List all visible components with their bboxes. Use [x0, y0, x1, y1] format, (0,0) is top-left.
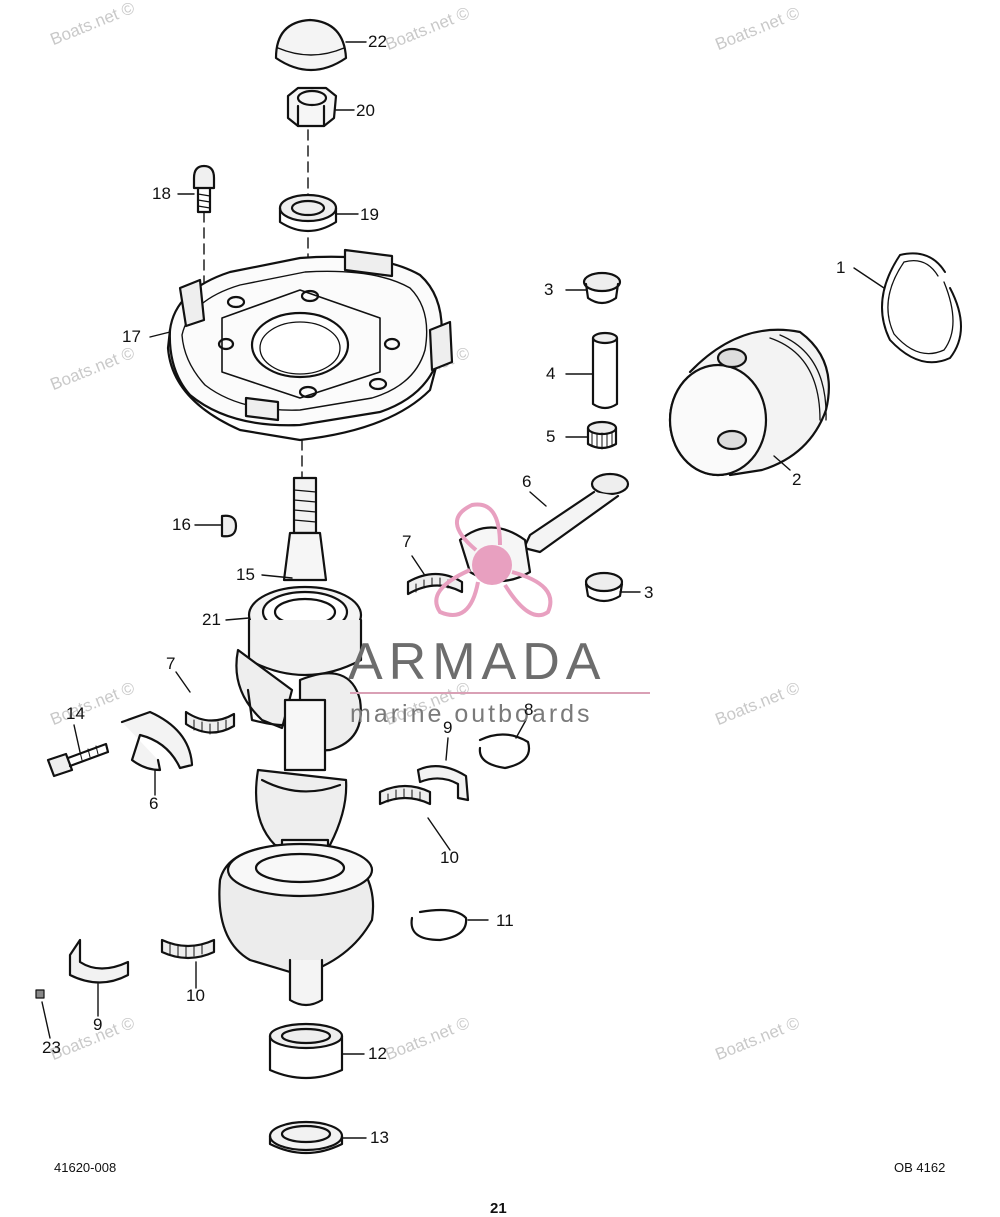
callout-13: 13 — [370, 1128, 389, 1147]
part-9-cage-left — [68, 938, 130, 984]
part-16-key — [220, 514, 238, 538]
part-19-seal — [278, 193, 338, 233]
callout-12: 12 — [368, 1044, 387, 1063]
part-4-pin — [591, 331, 619, 410]
part-13-washer — [268, 1120, 344, 1154]
callout-11: 11 — [496, 911, 514, 930]
part-12-roller-bearing — [268, 1022, 344, 1080]
part-11-snap-ring — [410, 908, 468, 942]
part-3-bushing-top — [582, 271, 622, 305]
callout-10-right: 10 — [440, 848, 459, 867]
callout-20: 20 — [356, 101, 375, 120]
callout-23: 23 — [42, 1038, 61, 1057]
part-10-bearing-left — [160, 938, 216, 960]
callout-9-right: 9 — [443, 718, 453, 737]
callout-10-left: 10 — [186, 986, 205, 1005]
brand-divider — [350, 692, 650, 694]
callout-14: 14 — [66, 704, 85, 723]
armada-logo-propeller — [434, 502, 553, 618]
callout-3-top: 3 — [544, 280, 554, 299]
callout-16: 16 — [172, 515, 191, 534]
callout-8: 8 — [524, 700, 534, 719]
callout-19: 19 — [360, 205, 379, 224]
diagram-code-right: OB 4162 — [894, 1160, 946, 1175]
part-23-pin — [35, 989, 45, 999]
diagram-code-left: 41620-008 — [54, 1160, 117, 1175]
part-22-cap — [274, 18, 348, 71]
callout-4: 4 — [546, 364, 556, 383]
callout-18: 18 — [152, 184, 171, 203]
part-17-plate — [166, 248, 454, 442]
callout-22: 22 — [368, 32, 387, 51]
page-number: 21 — [490, 1200, 507, 1217]
callout-3-bottom: 3 — [644, 583, 654, 602]
part-8-ring — [478, 733, 531, 770]
part-3-bushing-bottom — [584, 571, 624, 603]
callout-9-left: 9 — [93, 1015, 103, 1034]
part-7-bearing-top — [406, 572, 464, 596]
callout-5: 5 — [546, 427, 556, 446]
part-1-ring — [881, 252, 962, 364]
brand-tagline: marine outboards — [350, 700, 593, 728]
part-5-needle-bearing — [586, 420, 618, 450]
callout-1: 1 — [836, 258, 846, 277]
part-6-rod-cap — [120, 710, 194, 772]
callout-7-top: 7 — [402, 532, 412, 551]
callout-6-rod: 6 — [522, 472, 532, 491]
part-9-cage-right — [416, 765, 470, 802]
callout-21: 21 — [202, 610, 221, 629]
callout-2: 2 — [792, 470, 802, 489]
brand-name: ARMADA — [348, 633, 607, 691]
part-7-bearing-left — [184, 710, 236, 735]
part-2-piston — [668, 328, 830, 477]
callout-15: 15 — [236, 565, 255, 584]
callout-17: 17 — [122, 327, 141, 346]
callout-7-left: 7 — [166, 654, 176, 673]
part-20-nut — [286, 86, 338, 128]
part-14-bolt — [46, 742, 110, 778]
callout-6-cap: 6 — [149, 794, 159, 813]
part-10-bearing-right — [378, 784, 432, 806]
part-15-crankshaft — [218, 476, 375, 1007]
part-18-bolt — [192, 164, 216, 214]
